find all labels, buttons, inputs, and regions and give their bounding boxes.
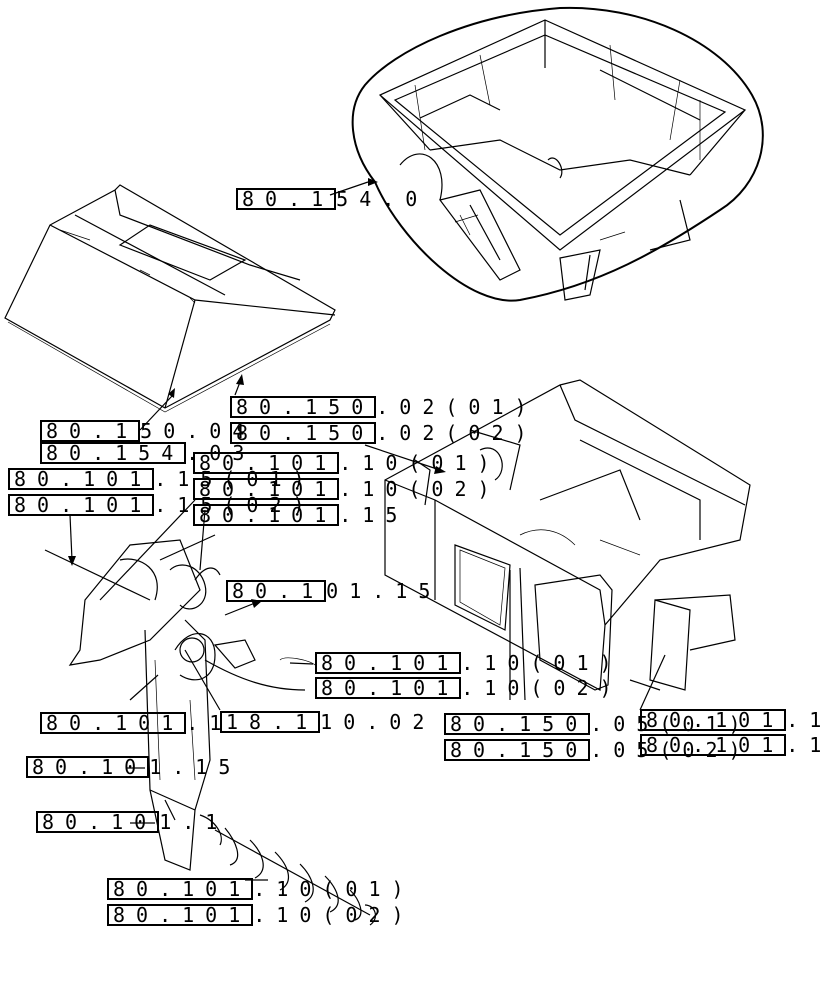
reference-label[interactable]: 80.150.02(02) [230,422,538,444]
reference-label[interactable]: 80.101.15(01) [8,468,316,490]
hopper-frame-drawing [351,6,764,302]
reference-label[interactable]: 80.150.02(01) [230,396,538,418]
reference-label[interactable]: 80.101.10(02) [107,904,415,926]
main-hopper-drawing [384,379,751,691]
hopper-cover-drawing [4,184,336,413]
auger-assembly-drawing [44,539,377,926]
reference-label[interactable]: 80.101.15 [193,504,408,526]
reference-label[interactable]: 80.101.10(01) [315,652,623,674]
reference-label[interactable]: 80.101.1 [640,734,832,756]
reference-label[interactable]: 80.101.10(02) [315,677,623,699]
reference-label[interactable]: 80.101.10(02) [193,478,501,500]
reference-label[interactable]: 80.101.1 [40,712,232,734]
reference-label[interactable]: 80.150.05(02) [444,739,752,761]
reference-label[interactable]: 80.101.1 [640,709,832,731]
parts-diagram-artwork [4,6,764,926]
reference-label[interactable]: 80.101.10(01) [193,452,501,474]
reference-label[interactable]: 80.101.10(01) [107,878,415,900]
